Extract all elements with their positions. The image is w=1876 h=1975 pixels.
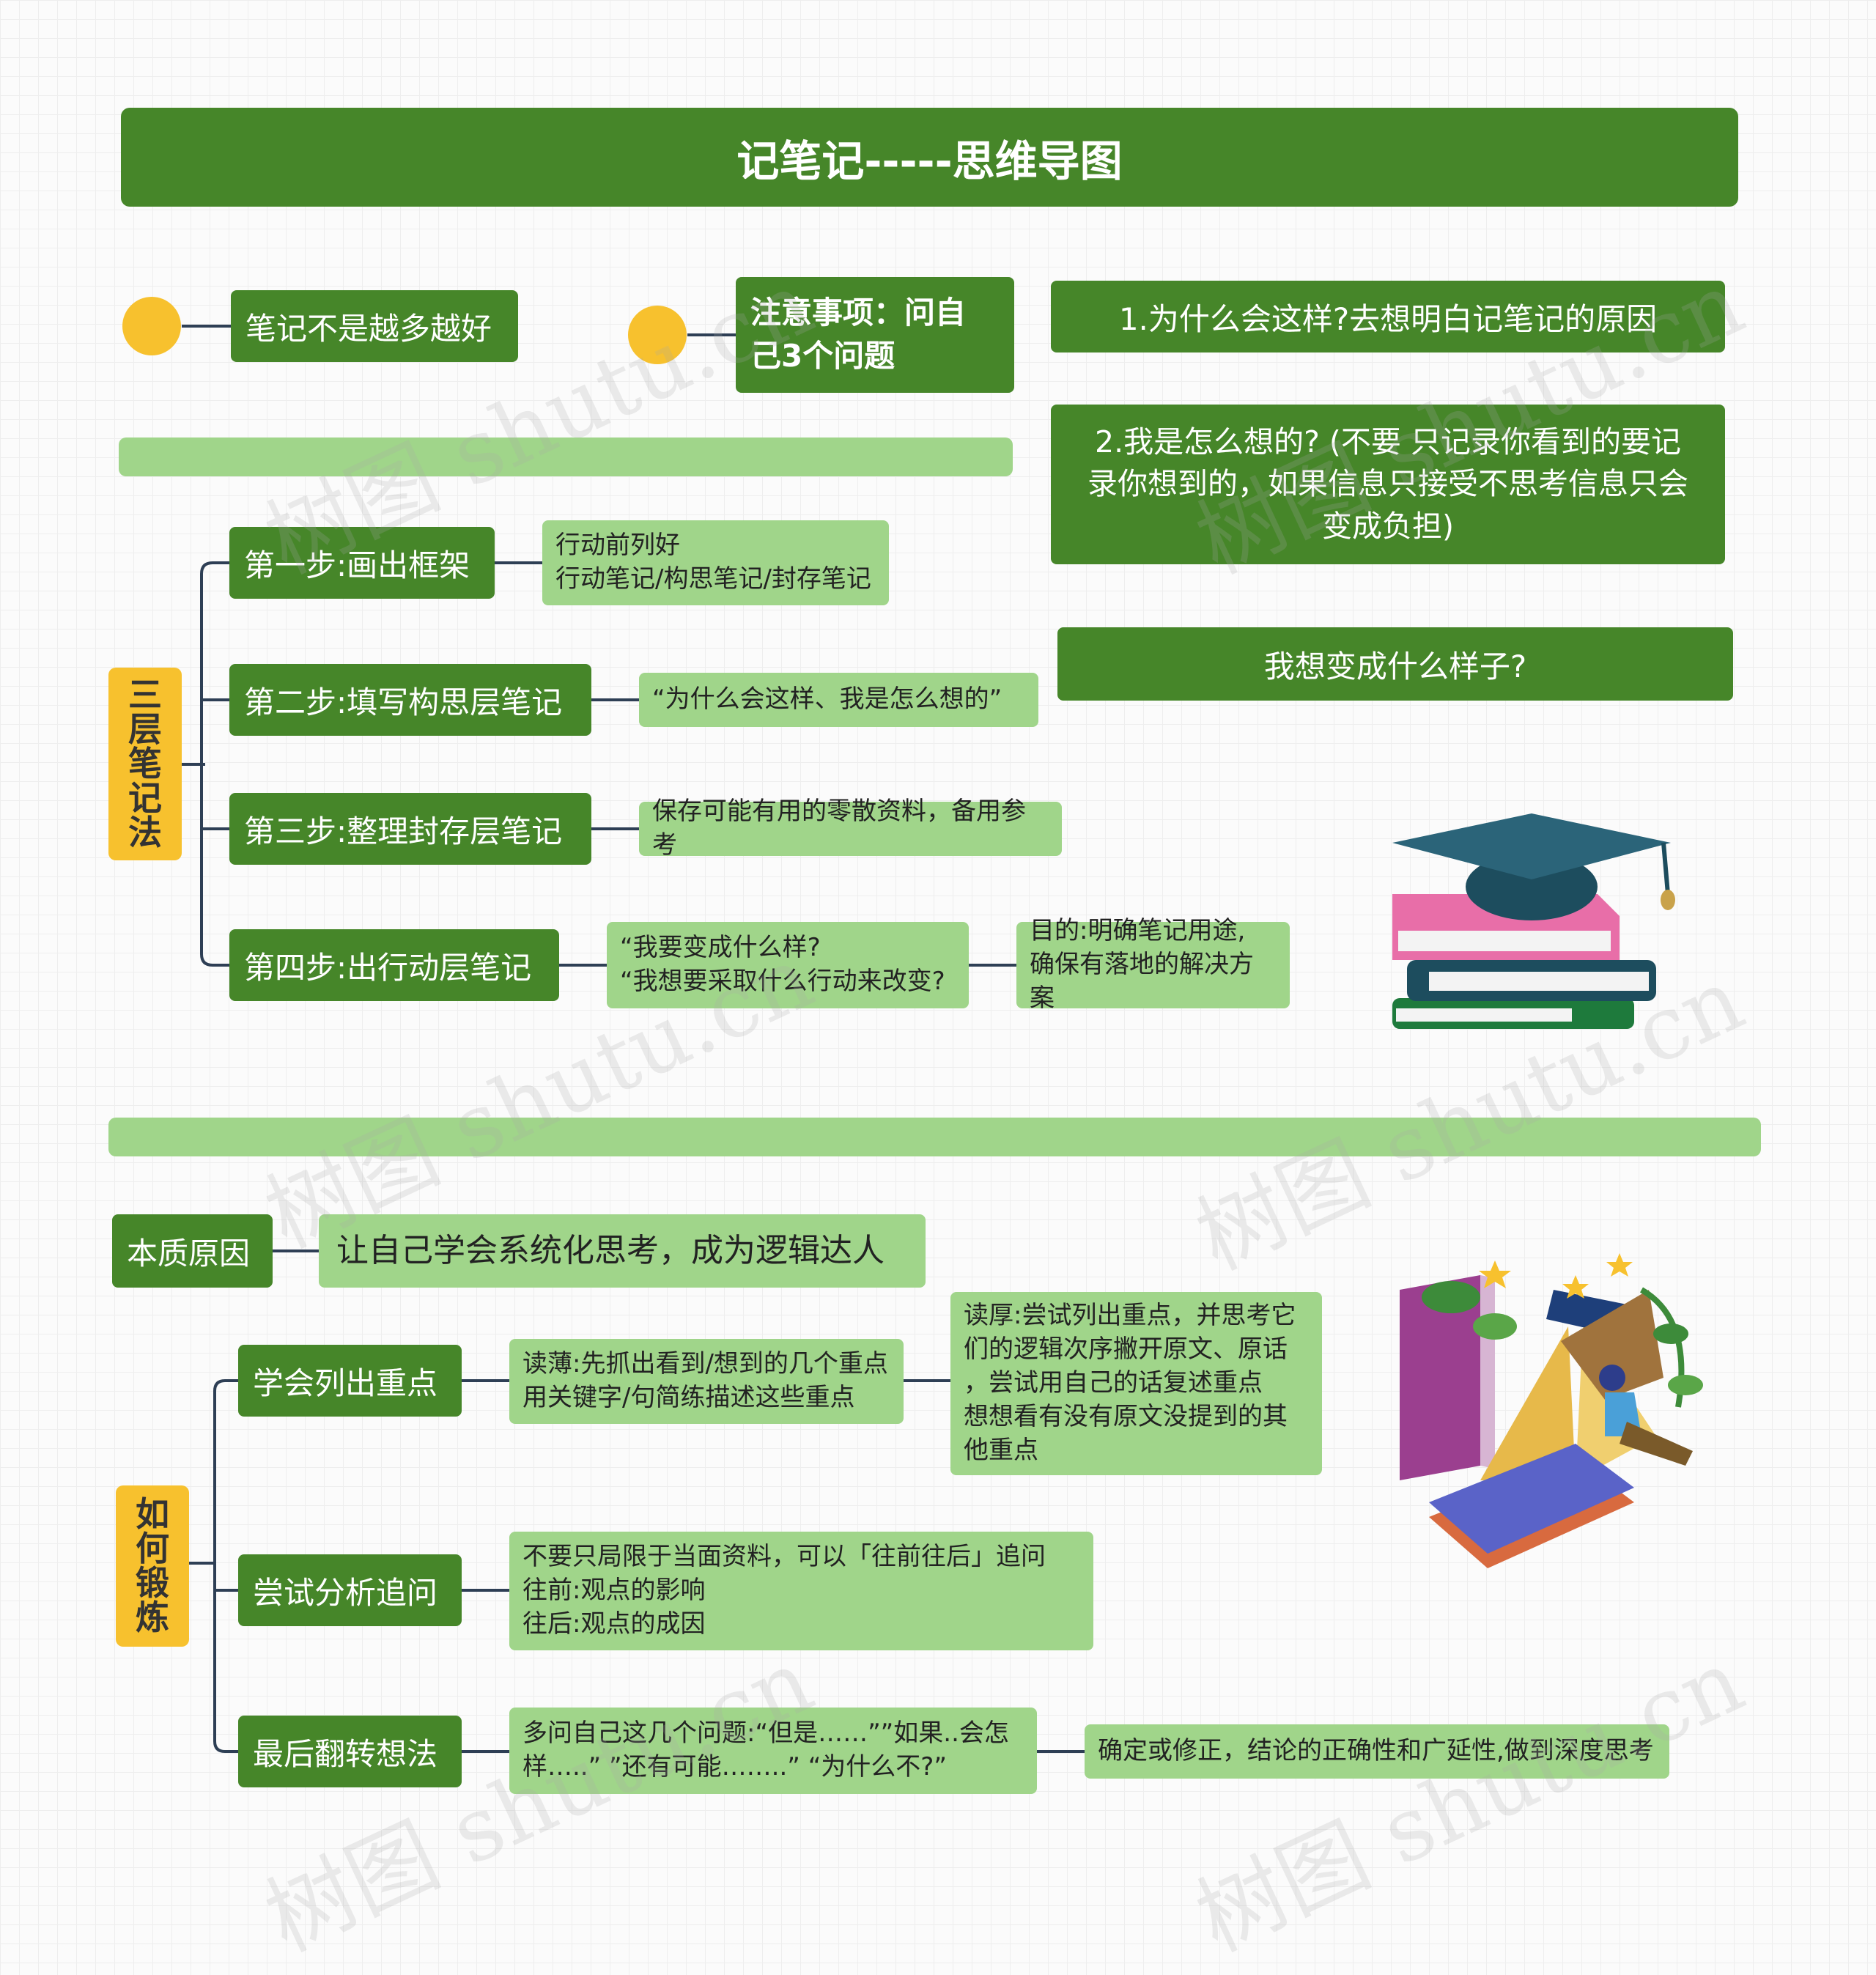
- section-divider: [119, 438, 1013, 476]
- item-3-detail: 多问自己这几个问题:“但是……””如果..会怎 样…..” ”还有可能……..”…: [509, 1708, 1037, 1794]
- question-1[interactable]: 1.为什么会这样?去想明白记笔记的原因: [1051, 281, 1725, 352]
- topic-notes-not-more[interactable]: 笔记不是越多越好: [231, 290, 518, 362]
- item-flip-thinking[interactable]: 最后翻转想法: [238, 1716, 462, 1787]
- step-2-detail: “为什么会这样、我是怎么想的”: [639, 673, 1038, 727]
- connector-lines: [182, 325, 1085, 1753]
- essence-label[interactable]: 本质原因: [112, 1214, 273, 1288]
- item-list-key-points[interactable]: 学会列出重点: [238, 1345, 462, 1417]
- question-2[interactable]: 2.我是怎么想的? (不要 只记录你看到的要记 录你想到的，如果信息只接受不思考…: [1051, 405, 1725, 564]
- bullet-dot: [122, 297, 181, 355]
- question-3[interactable]: 我想变成什么样子?: [1057, 627, 1733, 701]
- item-1-detail: 读薄:先抓出看到/想到的几个重点 用关键字/句简练描述这些重点: [509, 1339, 904, 1424]
- reading-books-illustration: [1400, 1253, 1703, 1568]
- item-1-extra: 读厚:尝试列出重点，并思考它 们的逻辑次序撇开原文、原话 ，尝试用自己的话复述重…: [950, 1292, 1322, 1475]
- item-2-detail: 不要只局限于当面资料，可以「往前往后」追问 往前:观点的影响 往后:观点的成因: [509, 1532, 1093, 1650]
- topic-precautions[interactable]: 注意事项：问自 己3个问题: [736, 277, 1014, 393]
- section-label-how-to-train: 如 何 锻 炼: [116, 1485, 189, 1647]
- step-2-node[interactable]: 第二步:填写构思层笔记: [229, 664, 591, 736]
- books-graduation-cap-illustration: [1392, 813, 1675, 1029]
- item-analyze-question[interactable]: 尝试分析追问: [238, 1554, 462, 1626]
- section-label-three-layer: 三 层 笔 记 法: [108, 668, 182, 860]
- page-title: 记笔记-----思维导图: [121, 108, 1738, 207]
- item-3-extra: 确定或修正，结论的正确性和广延性,做到深度思考: [1085, 1724, 1669, 1779]
- step-4-node[interactable]: 第四步:出行动层笔记: [229, 929, 559, 1001]
- step-3-node[interactable]: 第三步:整理封存层笔记: [229, 793, 591, 865]
- step-4-detail: “我要变成什么样? “我想要采取什么行动来改变?: [607, 922, 969, 1008]
- step-1-node[interactable]: 第一步:画出框架: [229, 527, 495, 599]
- step-3-detail: 保存可能有用的零散资料，备用参考: [639, 797, 1062, 860]
- step-1-detail: 行动前列好 行动笔记/构思笔记/封存笔记: [542, 520, 889, 605]
- section-divider: [108, 1118, 1761, 1156]
- essence-text: 让自己学会系统化思考，成为逻辑达人: [319, 1214, 926, 1288]
- bullet-dot: [628, 306, 687, 364]
- step-4-purpose: 目的:明确笔记用途, 确保有落地的解决方案: [1016, 916, 1290, 1013]
